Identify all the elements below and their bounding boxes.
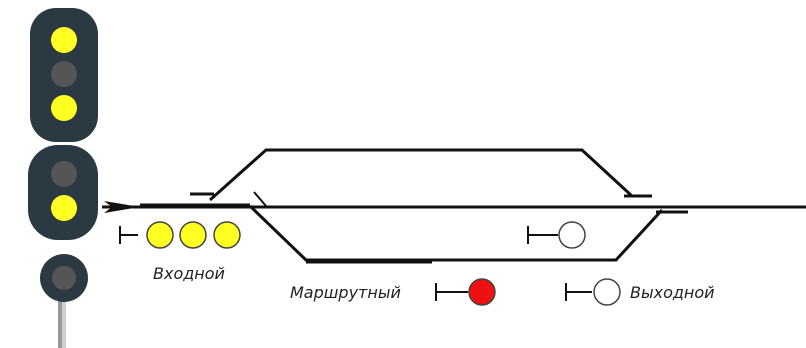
signal-lamp-off-base <box>52 266 76 290</box>
upper-siding-track <box>209 148 634 202</box>
entry-lamp-1 <box>146 221 174 249</box>
direction-arrow <box>104 201 140 213</box>
signal-lamp-off-lower <box>51 161 77 187</box>
lower-siding-left-gap <box>253 191 267 207</box>
signal-post-shade <box>62 290 66 348</box>
signal-lamp-yellow-top <box>51 27 77 53</box>
signal-head-lower <box>28 145 98 240</box>
route-signal-lamp-red <box>468 278 496 306</box>
exit-signal-label: Выходной <box>630 283 715 302</box>
track-signal-lamp <box>558 221 586 249</box>
lower-siding-track <box>248 204 664 262</box>
entry-lamp-2 <box>179 221 207 249</box>
exit-signal-lamp-white <box>593 278 621 306</box>
signal-lamp-yellow-bottom <box>51 195 77 221</box>
entry-signal-label: Входной <box>153 264 225 283</box>
signal-lamp-off-middle <box>51 61 77 87</box>
entry-lamp-3 <box>213 221 241 249</box>
route-signal-label: Маршрутный <box>290 283 401 302</box>
signal-lamp-yellow-lower <box>51 95 77 121</box>
